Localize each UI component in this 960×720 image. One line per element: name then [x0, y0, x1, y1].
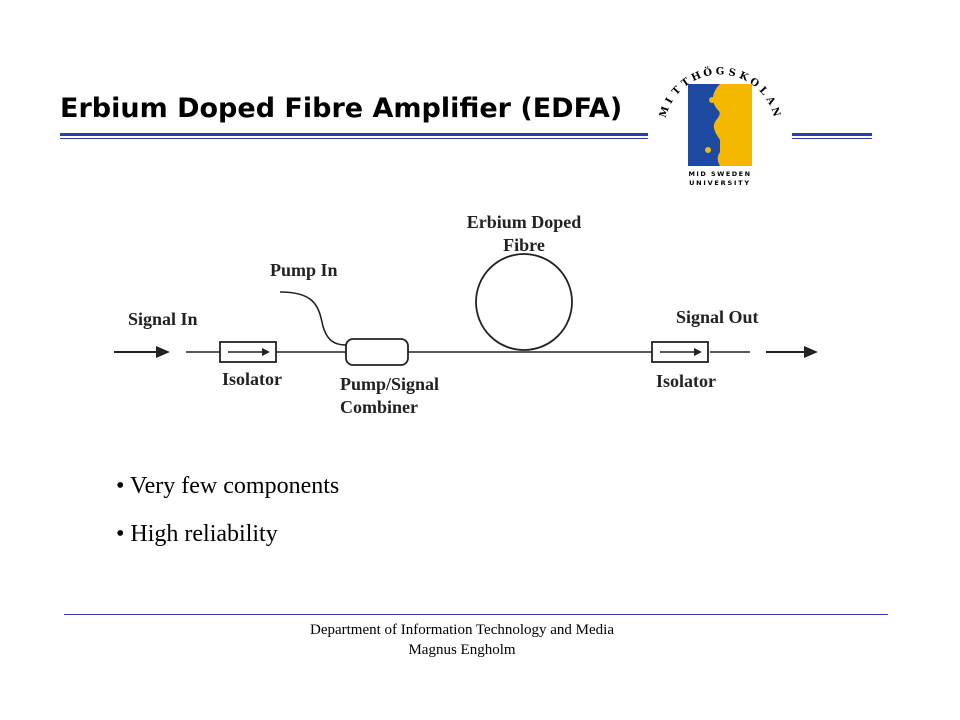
pump-in-fibre [279, 291, 347, 346]
pump-in-label: Pump In [270, 260, 338, 280]
signal-in-label: Signal In [128, 309, 198, 329]
combiner-label-line1: Pump/Signal [340, 374, 439, 394]
isolator-left-arrowhead [262, 348, 270, 356]
edfa-diagram: Erbium Doped Fibre Pump In Signal In Sig… [114, 212, 818, 417]
title-rule-left-top [60, 133, 648, 136]
logo-arc-letter: I [664, 96, 676, 106]
title-rule-right-bottom [792, 138, 872, 139]
logo-arc-letter: Ö [702, 65, 714, 80]
logo-arc-letter: K [737, 70, 750, 84]
logo-arc-letter: H [690, 70, 703, 84]
isolator-right-arrowhead [694, 348, 702, 356]
logo-arc-letter: T [670, 84, 684, 97]
footer-department: Department of Information Technology and… [310, 622, 614, 638]
logo-arc-letter: S [727, 67, 736, 79]
logo-dot-lower [705, 147, 711, 153]
title-rule-right-top [792, 133, 872, 136]
logo-arc-letter: G [716, 67, 725, 78]
title-rule-left-bottom [60, 138, 648, 139]
logo-arc-letter: A [763, 94, 777, 107]
combiner-label-line2: Combiner [340, 397, 418, 417]
signal-in-arrowhead [156, 346, 170, 358]
logo-dot-upper [709, 97, 715, 103]
isolator-right-label: Isolator [656, 371, 716, 391]
logo-face-profile-icon [713, 84, 722, 166]
bullet-item: • High reliability [116, 521, 278, 547]
footer-author: Magnus Engholm [408, 642, 516, 658]
combiner-box [345, 338, 409, 366]
bullet-item: • Very few components [116, 473, 340, 499]
logo-arc-letter: M [658, 105, 672, 119]
isolator-left-label: Isolator [222, 369, 282, 389]
footer: Department of Information Technology and… [0, 620, 924, 660]
bullet-list: • Very few components • High reliability [116, 462, 339, 558]
logo-line1: MID SWEDEN [688, 170, 751, 178]
logo-yellow-half [720, 84, 752, 166]
signal-out-arrowhead [804, 346, 818, 358]
logo-line2: UNIVERSITY [689, 179, 751, 187]
logo-arc-letter: L [757, 85, 770, 98]
erbium-fibre-label-line2: Fibre [503, 235, 545, 255]
logo-arc-letter: N [769, 106, 782, 118]
footer-rule [64, 614, 888, 615]
slide-title: Erbium Doped Fibre Amplifier (EDFA) [60, 93, 623, 124]
erbium-fibre-label-line1: Erbium Doped [467, 212, 582, 232]
erbium-fibre-coil [475, 253, 573, 351]
signal-out-label: Signal Out [676, 307, 759, 327]
